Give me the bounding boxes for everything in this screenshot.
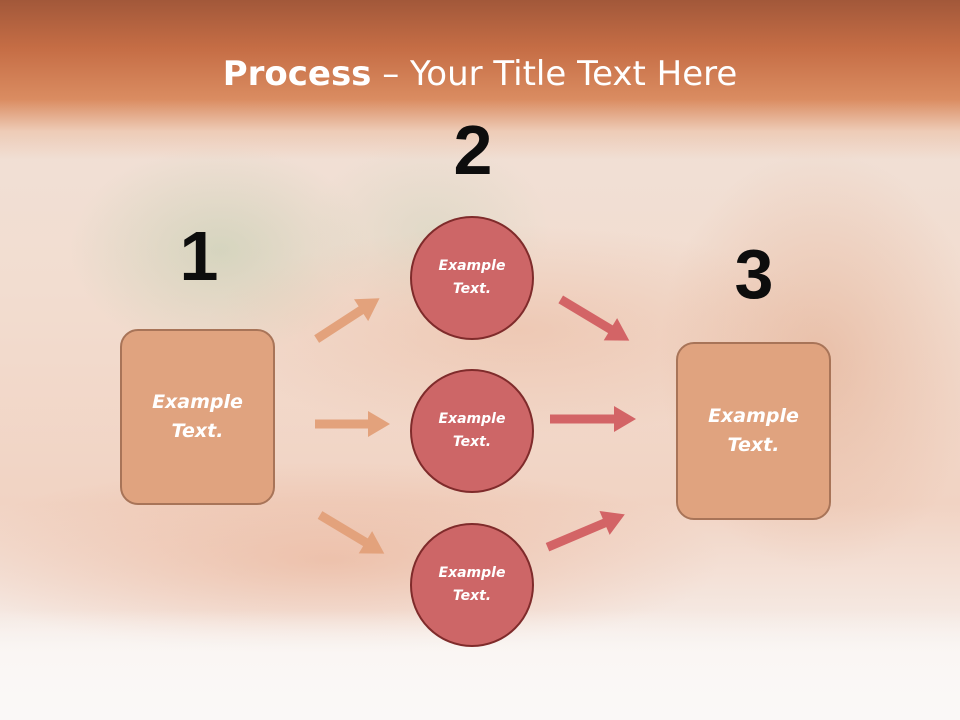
slide-title: Process – Your Title Text Here	[0, 52, 960, 96]
left-step-box[interactable]: Example Text.	[120, 329, 275, 505]
circle-middle[interactable]: Example Text.	[410, 369, 534, 493]
circle-bottom[interactable]: Example Text.	[410, 523, 534, 647]
circle-top-text: Example Text.	[438, 258, 506, 297]
step-number-3: 3	[734, 235, 774, 313]
title-rest: – Your Title Text Here	[371, 54, 738, 94]
left-box-text: Example Text.	[152, 391, 243, 442]
circle-top[interactable]: Example Text.	[410, 216, 534, 340]
circle-bottom-text: Example Text.	[438, 565, 506, 604]
step-number-2: 2	[453, 111, 493, 189]
right-box-text: Example Text.	[708, 405, 799, 456]
right-step-box[interactable]: Example Text.	[676, 342, 831, 520]
step-number-1: 1	[179, 217, 219, 295]
title-bold: Process	[222, 54, 372, 94]
circle-middle-text: Example Text.	[438, 411, 506, 450]
title-band	[0, 0, 960, 160]
